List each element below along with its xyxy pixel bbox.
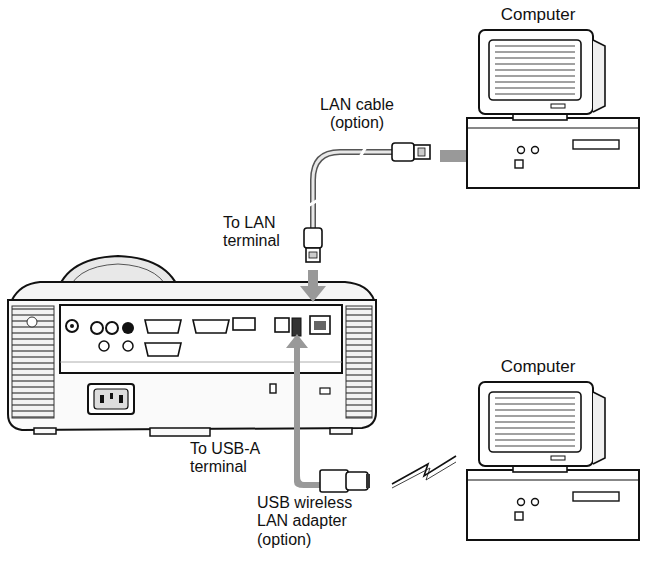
callout-label: LAN cable (option) [312, 96, 402, 133]
callout-label: USB wireless LAN adapter (option) [257, 494, 369, 549]
computer-illustration [455, 0, 645, 195]
computer: Computer [455, 0, 645, 195]
computer-label: Computer [463, 357, 613, 377]
callout-label: To USB-A terminal [190, 440, 272, 477]
computer: Computer [455, 352, 645, 547]
computer-label: Computer [463, 5, 613, 25]
callout-label: To LAN terminal [223, 214, 301, 251]
computer-illustration [455, 352, 645, 547]
